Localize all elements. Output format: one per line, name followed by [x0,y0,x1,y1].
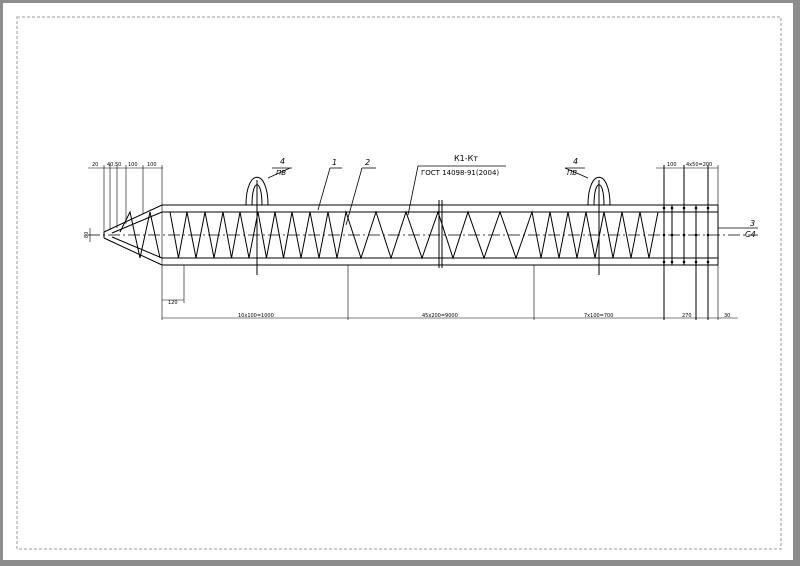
dim-80: 80 [84,232,90,238]
pos2-label: 2 [365,158,370,167]
leader-pos4-right [564,167,589,179]
dim-seg1: 10х100=1000 [238,313,274,319]
mesh-node [682,233,686,237]
leader-pos4-left [267,167,291,179]
dimension-lines [88,165,738,320]
dim-seg2: 45х200=9000 [422,313,458,319]
dim-120: 120 [168,300,178,306]
tip-lower-line [103,237,163,266]
pv-left-label: ПВ [276,169,286,177]
callout-leaders [267,165,758,229]
cage-outline [88,165,758,320]
mesh-node [662,233,666,237]
leader-mark [407,165,419,216]
standard-label: ГОСТ 14098-91(2004) [421,169,499,177]
tip-upper-inner-line [111,211,163,234]
c4-label: С4 [745,230,756,239]
mesh-node [670,233,674,237]
dim-seg4: 270 [682,313,692,319]
head-mesh-nodes [662,206,710,264]
mesh-node [662,260,666,264]
mesh-node [706,233,710,237]
dim-100b: 100 [147,162,157,168]
tip-helix [119,210,161,259]
labels: 20 40,50 100 100 100 4х50=200 80 4 ПВ 1 … [84,154,756,319]
dim-40-50: 40,50 [107,162,121,168]
mesh-node [706,260,710,264]
lifting-loop-left [245,176,269,206]
dim-100c: 100 [667,162,677,168]
drawing-sheet: 20 40,50 100 100 100 4х50=200 80 4 ПВ 1 … [3,3,793,560]
mesh-node [694,233,698,237]
pos4-right-label: 4 [573,157,578,166]
lifting-loop-right [587,176,611,206]
mesh-node [662,206,666,210]
pos1-label: 1 [332,158,337,167]
pile-reinforcement-drawing: 20 40,50 100 100 100 4х50=200 80 4 ПВ 1 … [16,16,782,550]
section-3-label: 3 [750,219,755,228]
leader-pos1 [317,167,331,211]
dim-20: 20 [92,162,98,168]
dim-seg5: 30 [724,313,730,319]
dim-100a: 100 [128,162,138,168]
mesh-node [706,206,710,210]
sheet-frame [16,16,782,550]
pos4-left-label: 4 [280,157,285,166]
mesh-node [694,260,698,264]
leader-pos2 [345,167,363,226]
dim-4x50: 4х50=200 [686,162,712,168]
mesh-node [694,206,698,210]
spiral-reinforcement [169,210,659,260]
spiral-path [169,210,659,260]
mesh-node [682,206,686,210]
dim-seg3: 7х100=700 [584,313,613,319]
tip-lower-inner-line [111,236,163,259]
mesh-node [682,260,686,264]
pv-right-label: ПВ [567,169,577,177]
mesh-node [670,206,674,210]
mark-label: К1-Кт [454,154,478,163]
mesh-node [670,260,674,264]
tip-upper-line [103,204,163,233]
